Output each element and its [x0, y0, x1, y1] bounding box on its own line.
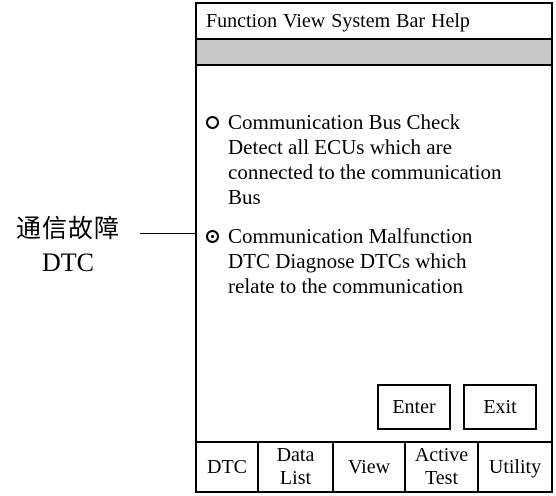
tab-active-test-label-line2: Test	[424, 467, 459, 489]
option-title: Communication Bus Check	[228, 110, 461, 134]
option-text: Communication Bus Check Detect all ECUs …	[228, 110, 502, 210]
callout-label-dtc: DTC	[42, 248, 94, 277]
tab-view[interactable]: View	[334, 443, 406, 491]
enter-button[interactable]: Enter	[377, 384, 451, 430]
tab-active-test-label: Active Test	[415, 444, 468, 490]
menu-function[interactable]: Function	[206, 9, 278, 32]
diagnostic-screen: Function View System Bar Help Communicat…	[195, 2, 553, 493]
menu-bar: Function View System Bar Help	[197, 4, 551, 38]
callout-label-chinese: 通信故障	[15, 214, 120, 243]
tab-data-list-label-line1: Data	[276, 444, 315, 466]
title-strip	[197, 38, 551, 66]
tab-active-test-label-line1: Active	[414, 444, 469, 466]
radio-button-selected-icon[interactable]	[206, 230, 219, 243]
option-description-line: connected to the communication	[228, 160, 502, 184]
tab-utility-label: Utility	[488, 455, 542, 478]
menu-help[interactable]: Help	[431, 9, 470, 32]
tab-view-label: View	[347, 455, 391, 478]
tab-data-list-label: Data List	[277, 444, 315, 490]
tab-data-list[interactable]: Data List	[259, 443, 334, 491]
menu-system[interactable]: System	[331, 9, 391, 32]
radio-button-unselected-icon[interactable]	[206, 116, 219, 129]
option-description-line: relate to the communication	[228, 274, 463, 298]
callout-label: 通信故障 DTC	[0, 212, 136, 280]
option-communication-malfunction[interactable]: Communication Malfunction DTC Diagnose D…	[206, 224, 472, 299]
tab-dtc-label: DTC	[207, 455, 247, 478]
option-title: Communication Malfunction	[228, 224, 473, 248]
tab-utility[interactable]: Utility	[479, 443, 551, 491]
option-description-line: Bus	[228, 185, 261, 209]
tab-active-test[interactable]: Active Test	[406, 443, 479, 491]
option-description-line: DTC Diagnose DTCs which	[228, 249, 467, 273]
option-description-line: Detect all ECUs which are	[228, 135, 452, 159]
bottom-tab-bar: DTC Data List View Active Test Utility	[197, 441, 551, 491]
option-communication-bus-check[interactable]: Communication Bus Check Detect all ECUs …	[206, 110, 502, 210]
tab-dtc[interactable]: DTC	[197, 443, 259, 491]
exit-button[interactable]: Exit	[463, 384, 537, 430]
menu-view[interactable]: View	[283, 9, 326, 32]
menu-bar-item[interactable]: Bar	[396, 9, 426, 32]
tab-data-list-label-line2: List	[279, 467, 312, 489]
callout-leader-line	[140, 233, 204, 234]
option-text: Communication Malfunction DTC Diagnose D…	[228, 224, 472, 299]
